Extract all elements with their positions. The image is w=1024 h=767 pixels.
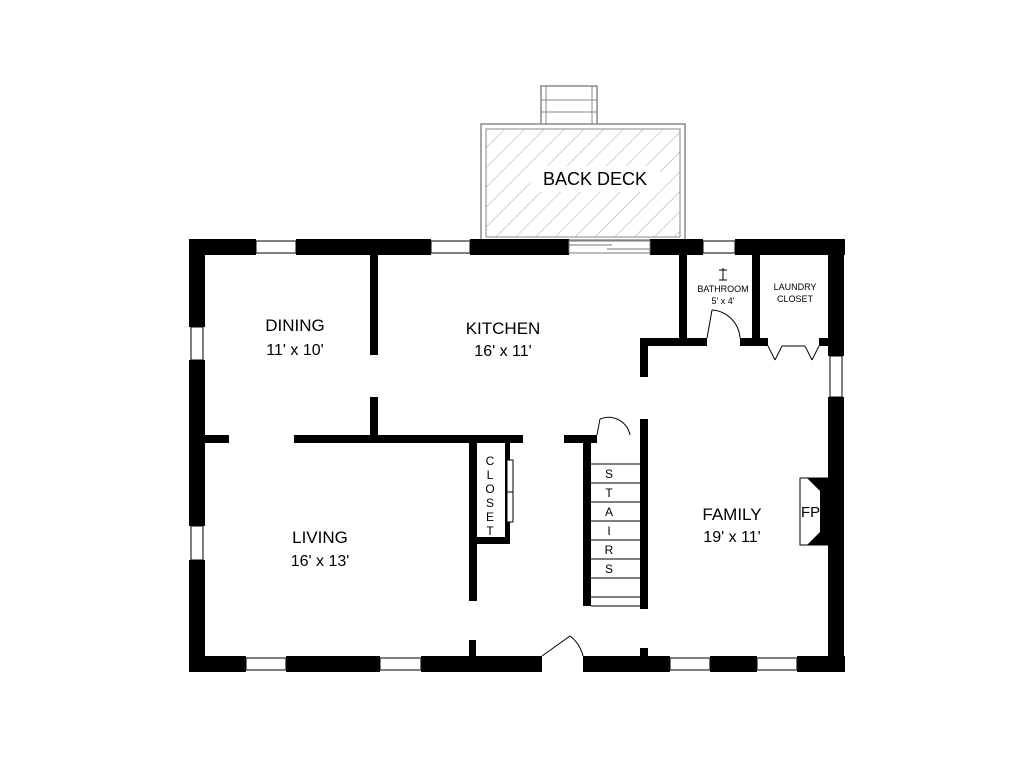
fireplace-label: FP [801,504,820,521]
closet-letter: O [485,482,494,496]
living-label: LIVING [292,528,348,547]
closet-letter: T [486,524,494,538]
deck-steps [540,85,598,127]
stairs [591,463,640,607]
dining-size: 11' x 10' [266,342,323,359]
closet-door [506,459,514,523]
sliding-door [568,240,651,254]
back-deck: BACK DECK [480,85,686,241]
fireplace: FP [799,477,829,546]
family-label: FAMILY [702,505,761,524]
stairs-vertical-label: S T A I R S [605,467,614,576]
window [702,240,736,254]
stairs-letter: I [607,524,610,538]
stairs-letter: S [605,467,613,481]
window [190,525,204,561]
back-deck-label: BACK DECK [543,169,647,189]
dining-label: DINING [265,316,325,335]
closet-letter: E [486,510,494,524]
window [190,326,204,361]
stairs-letter: A [605,505,613,519]
exterior-walls [189,239,845,672]
window [245,657,287,671]
window [669,657,711,671]
bathroom-size: 5' x 4' [712,296,735,306]
family-size: 19' x 11' [703,529,760,546]
laundry-label-line2: CLOSET [777,294,814,304]
door-swings [541,309,820,657]
closet-letter: S [486,496,494,510]
windows [190,240,843,671]
toilet-icon [719,268,727,281]
closet-letter: L [487,468,494,482]
closet-letter: C [486,454,495,468]
window [379,657,422,671]
window [430,240,471,254]
stairs-letter: T [605,486,613,500]
closet-vertical-label: C L O S E T [485,454,494,538]
stairs-letter: R [605,543,614,557]
kitchen-size: 16' x 11' [474,343,531,360]
kitchen-label: KITCHEN [466,319,541,338]
laundry-label-line1: LAUNDRY [774,282,817,292]
window [756,657,798,671]
living-size: 16' x 13' [291,553,350,570]
stairs-letter: S [605,562,613,576]
window [255,240,297,254]
bathroom-label: BATHROOM [697,284,748,294]
window [829,355,843,398]
